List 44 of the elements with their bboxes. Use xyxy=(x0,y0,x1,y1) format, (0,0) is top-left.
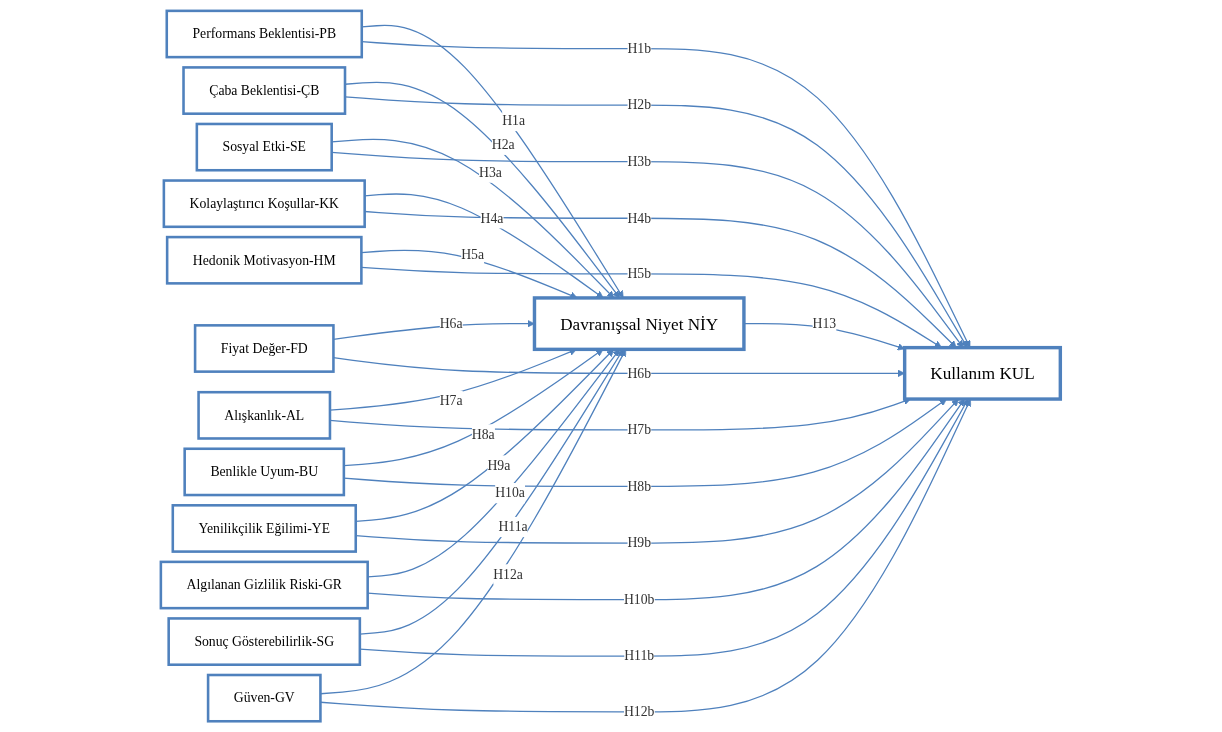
node-box: Kolaylaştırıcı Koşullar-KK xyxy=(163,178,367,228)
edge-label: H11b xyxy=(624,647,655,663)
edge-label: H1b xyxy=(627,40,652,55)
arrow xyxy=(361,40,971,348)
node-box: Alışkanlık-AL xyxy=(197,390,332,440)
edge-label: H12a xyxy=(493,566,524,581)
edge-label: H11a xyxy=(498,518,529,534)
node-box: Performans Beklentisi-PB xyxy=(165,9,364,58)
edge-label: H10a xyxy=(495,484,526,500)
edge-label: H4a xyxy=(480,210,504,225)
node-box: Sosyal Etki-SE xyxy=(195,122,334,172)
edge-label: H12b xyxy=(624,703,655,719)
edge-label: H3a xyxy=(479,164,503,179)
edge-label: H10b xyxy=(624,591,655,606)
node-box: Sonuç Gösterebilirlik-SG xyxy=(167,616,362,666)
edge-label: H6a xyxy=(440,315,463,330)
node-box: Yenilikçilik Eğilimi-YE xyxy=(171,503,358,553)
edge-label: H8b xyxy=(627,478,652,493)
arrow xyxy=(320,398,972,712)
node-box: Hedonik Motivasyon-HM xyxy=(166,235,364,285)
edge-label: H7a xyxy=(440,392,463,408)
edge-label: H7b xyxy=(627,421,652,437)
edge-label: H1a xyxy=(502,112,526,128)
node-box: Algılanan Gizlilik Riski-GR xyxy=(160,560,370,609)
node-box: Güven-GV xyxy=(207,673,323,723)
arrow xyxy=(320,348,627,694)
edge-label: H5b xyxy=(627,265,652,281)
edge-label: H4b xyxy=(627,210,652,225)
edge-label: H8a xyxy=(472,426,496,441)
node-box: Çaba Beklentisi-ÇB xyxy=(182,65,347,115)
node-box: Fiyat Değer-FD xyxy=(194,323,336,373)
edge-label: H3b xyxy=(627,153,652,169)
edge-label: H9a xyxy=(487,457,511,472)
edge-label: H13 xyxy=(812,315,837,330)
edge-label: H2b xyxy=(627,96,652,112)
arrow xyxy=(361,24,624,298)
edge-label: H5a xyxy=(461,246,485,261)
node-box: Davranışsal Niyet NİY xyxy=(533,295,747,351)
node-box: Kullanım KUL xyxy=(903,345,1063,401)
edge-label: H9b xyxy=(627,534,652,550)
edge-label: H2a xyxy=(492,136,516,151)
node-box: Benlikle Uyum-BU xyxy=(183,446,346,496)
edge-label: H6b xyxy=(627,365,652,380)
arrow xyxy=(361,266,943,348)
